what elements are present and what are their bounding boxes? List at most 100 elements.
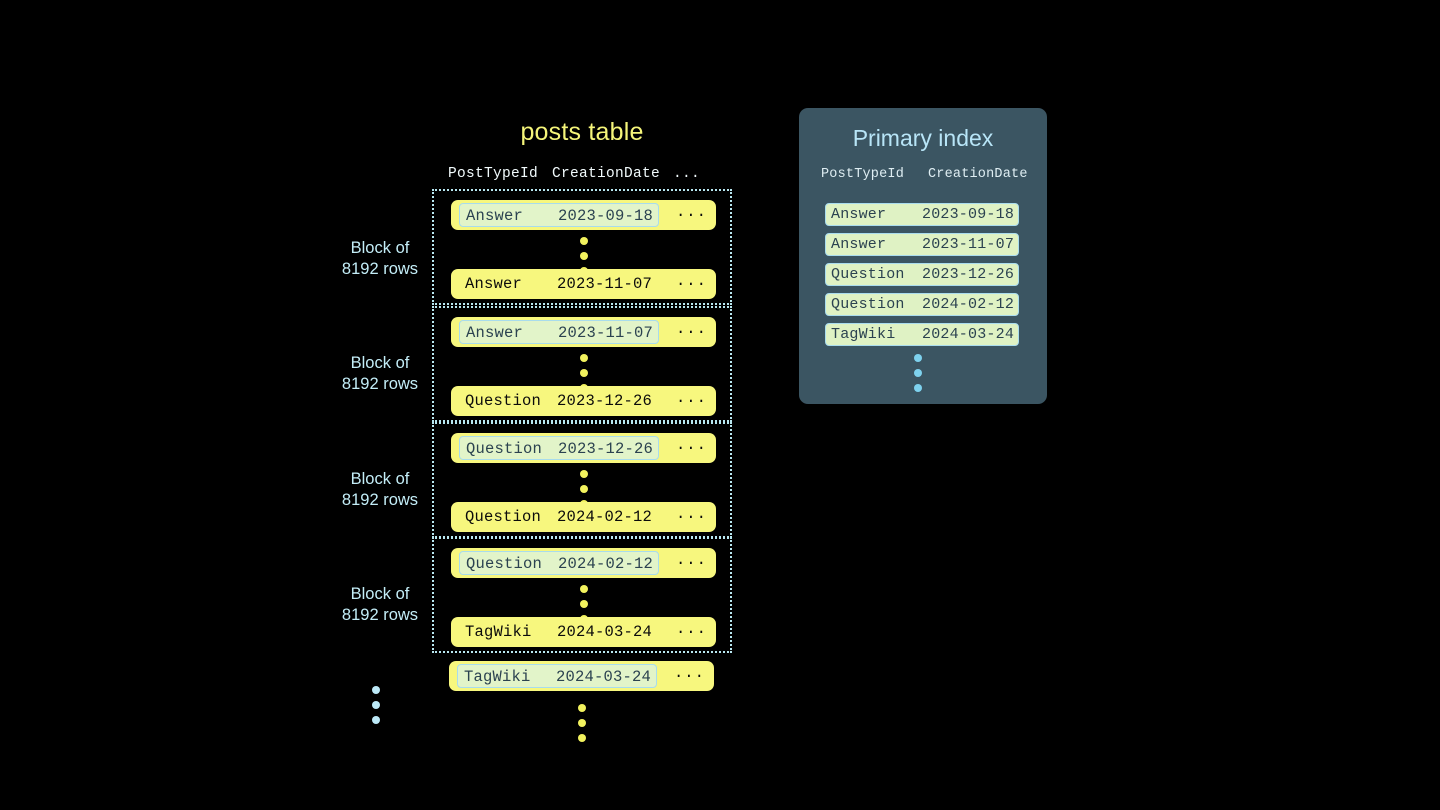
index-row[interactable]: Question 2023-12-26 (825, 263, 1019, 286)
cell-creationdate: 2023-11-07 (557, 275, 653, 293)
cell-creationdate: 2024-03-24 (557, 623, 653, 641)
block-label-1-line2: 8192 rows (341, 260, 419, 278)
cell-creationdate: 2023-11-07 (922, 236, 1015, 253)
cell-posttypeid: Question (466, 555, 543, 573)
index-row[interactable]: Question 2024-02-12 (825, 293, 1019, 316)
cell-creationdate: 2023-11-07 (558, 324, 654, 342)
dot (914, 369, 922, 377)
primary-index-panel: Primary index PostTypeId CreationDate An… (799, 108, 1047, 404)
cell-ellipsis: ... (676, 203, 707, 221)
dot (580, 354, 588, 362)
dot (372, 686, 380, 694)
table-row[interactable]: Question 2023-12-26 ... (451, 386, 716, 416)
cell-creationdate: 2024-03-24 (556, 668, 652, 686)
posts-table-group: posts table PostTypeId CreationDate ... … (330, 118, 740, 742)
dot (580, 485, 588, 493)
table-row[interactable]: Question 2024-02-12 ... (451, 502, 716, 532)
row-cells: Question 2024-02-12 (459, 505, 659, 529)
row-cells: Answer 2023-11-07 (459, 272, 659, 296)
table-row[interactable]: Answer 2023-11-07 ... (451, 269, 716, 299)
cell-creationdate: 2024-02-12 (557, 508, 653, 526)
table-ellipsis-dots (578, 704, 587, 749)
cell-ellipsis: ... (676, 505, 707, 523)
posts-table-title: posts table (520, 118, 644, 146)
index-row[interactable]: Answer 2023-11-07 (825, 233, 1019, 256)
row-cells: TagWiki 2024-03-24 (459, 620, 659, 644)
dot (372, 716, 380, 724)
cell-posttypeid: Answer (466, 207, 524, 225)
cell-creationdate: 2024-02-12 (558, 555, 654, 573)
block-label-4-line1: Block of (350, 585, 410, 603)
cell-ellipsis: ... (676, 551, 707, 569)
dot (580, 585, 588, 593)
block-label-1: Block of 8192 rows (330, 238, 430, 280)
cell-posttypeid: Answer (831, 206, 887, 223)
column-header-creationdate: CreationDate (928, 167, 1028, 182)
column-header-creationdate: CreationDate (552, 166, 661, 182)
cell-posttypeid: Question (465, 508, 542, 526)
table-row[interactable]: Question 2024-02-12 ... (451, 548, 716, 578)
block-label-2-line1: Block of (350, 354, 410, 372)
dot (372, 701, 380, 709)
block-label-2: Block of 8192 rows (330, 353, 430, 395)
cell-creationdate: 2024-02-12 (922, 296, 1015, 313)
blocks-ellipsis-dots (372, 686, 381, 731)
column-header-ellipsis: ... (673, 166, 701, 182)
cell-creationdate: 2023-12-26 (558, 440, 654, 458)
dot (580, 237, 588, 245)
column-header-posttypeid: PostTypeId (821, 167, 905, 182)
cell-ellipsis: ... (676, 436, 707, 454)
column-header-posttypeid: PostTypeId (448, 166, 539, 182)
row-cells: Question 2023-12-26 (459, 389, 659, 413)
cell-posttypeid: Answer (466, 324, 524, 342)
primary-index-title: Primary index (852, 125, 994, 151)
dot (578, 734, 586, 742)
block-label-4: Block of 8192 rows (330, 584, 430, 626)
cell-creationdate: 2024-03-24 (922, 326, 1015, 343)
block-label-4-line2: 8192 rows (341, 606, 419, 624)
cell-posttypeid: Answer (831, 236, 887, 253)
cell-ellipsis: ... (676, 320, 707, 338)
dot (580, 470, 588, 478)
row-highlight-box: Question 2023-12-26 (459, 436, 659, 460)
dot (580, 369, 588, 377)
table-row-trailing[interactable]: TagWiki 2024-03-24 ... (449, 661, 714, 691)
row-highlight-box: Answer 2023-09-18 (459, 203, 659, 227)
index-row[interactable]: Answer 2023-09-18 (825, 203, 1019, 226)
block-1: Answer 2023-09-18 ... Answer 2023-11-07 … (432, 189, 732, 305)
cell-posttypeid: Question (831, 296, 905, 313)
cell-posttypeid: Answer (465, 275, 523, 293)
row-highlight-box: TagWiki 2024-03-24 (457, 664, 657, 688)
block-label-3-line2: 8192 rows (341, 491, 419, 509)
block-4: Question 2024-02-12 ... TagWiki 2024-03-… (432, 537, 732, 653)
cell-creationdate: 2023-09-18 (922, 206, 1015, 223)
cell-posttypeid: Question (831, 266, 905, 283)
cell-posttypeid: Question (465, 392, 542, 410)
cell-creationdate: 2023-12-26 (557, 392, 653, 410)
table-row[interactable]: Question 2023-12-26 ... (451, 433, 716, 463)
block-label-3: Block of 8192 rows (330, 469, 430, 511)
table-row[interactable]: TagWiki 2024-03-24 ... (451, 617, 716, 647)
cell-ellipsis: ... (676, 620, 707, 638)
cell-posttypeid: TagWiki (465, 623, 532, 641)
dot (914, 384, 922, 392)
cell-ellipsis: ... (676, 389, 707, 407)
block-label-1-line1: Block of (350, 239, 410, 257)
block-2: Answer 2023-11-07 ... Question 2023-12-2… (432, 306, 732, 422)
block-label-2-line2: 8192 rows (341, 375, 419, 393)
dot (914, 354, 922, 362)
cell-posttypeid: Question (466, 440, 543, 458)
row-highlight-box: Question 2024-02-12 (459, 551, 659, 575)
index-ellipsis-dots (914, 354, 923, 399)
block-3: Question 2023-12-26 ... Question 2024-02… (432, 422, 732, 538)
primary-index-column-headers: PostTypeId CreationDate (821, 167, 1036, 187)
table-row[interactable]: Answer 2023-11-07 ... (451, 317, 716, 347)
cell-ellipsis: ... (676, 272, 707, 290)
index-row[interactable]: TagWiki 2024-03-24 (825, 323, 1019, 346)
table-row[interactable]: Answer 2023-09-18 ... (451, 200, 716, 230)
row-highlight-box: Answer 2023-11-07 (459, 320, 659, 344)
dot (578, 719, 586, 727)
cell-posttypeid: TagWiki (831, 326, 896, 343)
posts-table-column-headers: PostTypeId CreationDate ... (448, 166, 733, 186)
cell-ellipsis: ... (674, 664, 705, 682)
